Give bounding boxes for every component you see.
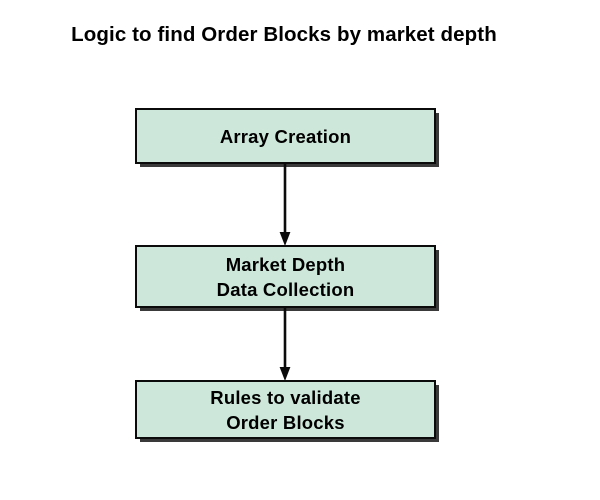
flow-node-label: Market Depth Data Collection xyxy=(216,253,355,300)
page-title: Logic to find Order Blocks by market dep… xyxy=(71,23,497,46)
flow-node-rules-validate[interactable]: Rules to validate Order Blocks xyxy=(135,380,436,439)
flow-node-market-depth[interactable]: Market Depth Data Collection xyxy=(135,245,436,308)
flow-node-array-creation[interactable]: Array Creation xyxy=(135,108,436,164)
connector-market-depth-to-rules-validate xyxy=(275,307,295,382)
flow-node-label: Array Creation xyxy=(219,125,352,147)
flow-node-label: Rules to validate Order Blocks xyxy=(210,386,361,433)
connector-array-creation-to-market-depth xyxy=(275,163,295,247)
arrow-down-icon xyxy=(279,163,291,246)
arrow-down-icon xyxy=(279,307,291,381)
